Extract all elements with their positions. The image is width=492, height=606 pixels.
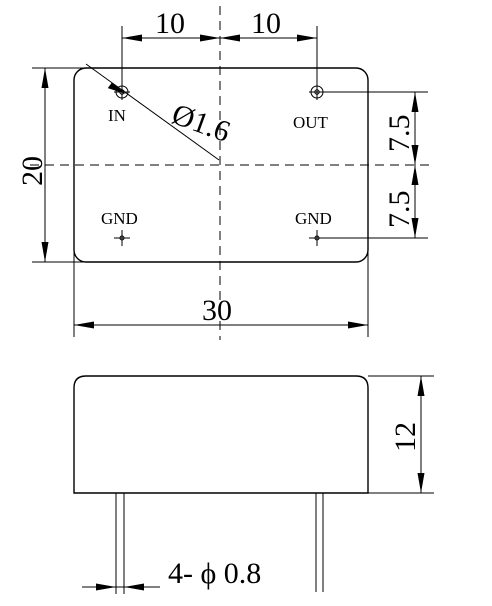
height-dimension: 20	[16, 67, 84, 263]
gnd-left-pin-label: GND	[101, 209, 138, 228]
pin-spacing-left-value: 10	[155, 7, 185, 40]
pin-offset-dimension: 7.5 7.5	[325, 91, 428, 239]
side-view-right-pin	[315, 493, 324, 592]
out-pin-label: OUT	[293, 113, 329, 132]
in-pin-label: IN	[108, 106, 126, 125]
out-pin-hole-icon	[308, 83, 326, 101]
top-view: IN OUT GND GND 10 10 20	[16, 6, 430, 340]
pin-offset-lower-value: 7.5	[383, 191, 416, 229]
gnd-left-pin-mark-icon	[114, 230, 130, 246]
pin-diameter-dimension: 4- ϕ 0.8	[82, 557, 261, 591]
gnd-right-pin-label: GND	[295, 209, 332, 228]
pin-diameter-value: 4- ϕ 0.8	[168, 557, 261, 590]
height-value: 20	[16, 156, 49, 186]
width-dimension: 30	[73, 250, 369, 337]
hole-diameter-value: Ø1.6	[168, 98, 235, 149]
pin-spacing-right-value: 10	[251, 7, 281, 40]
gnd-right-pin-mark-icon	[309, 230, 325, 246]
width-value: 30	[202, 294, 232, 327]
body-height-value: 12	[389, 422, 422, 452]
side-view-left-pin	[115, 493, 125, 594]
side-view-body-outline	[73, 375, 369, 494]
side-view: 12 4- ϕ 0.8	[73, 375, 434, 594]
pin-offset-upper-value: 7.5	[383, 115, 416, 153]
pin-spacing-dimension: 10 10	[121, 7, 318, 84]
body-height-dimension: 12	[368, 375, 434, 494]
